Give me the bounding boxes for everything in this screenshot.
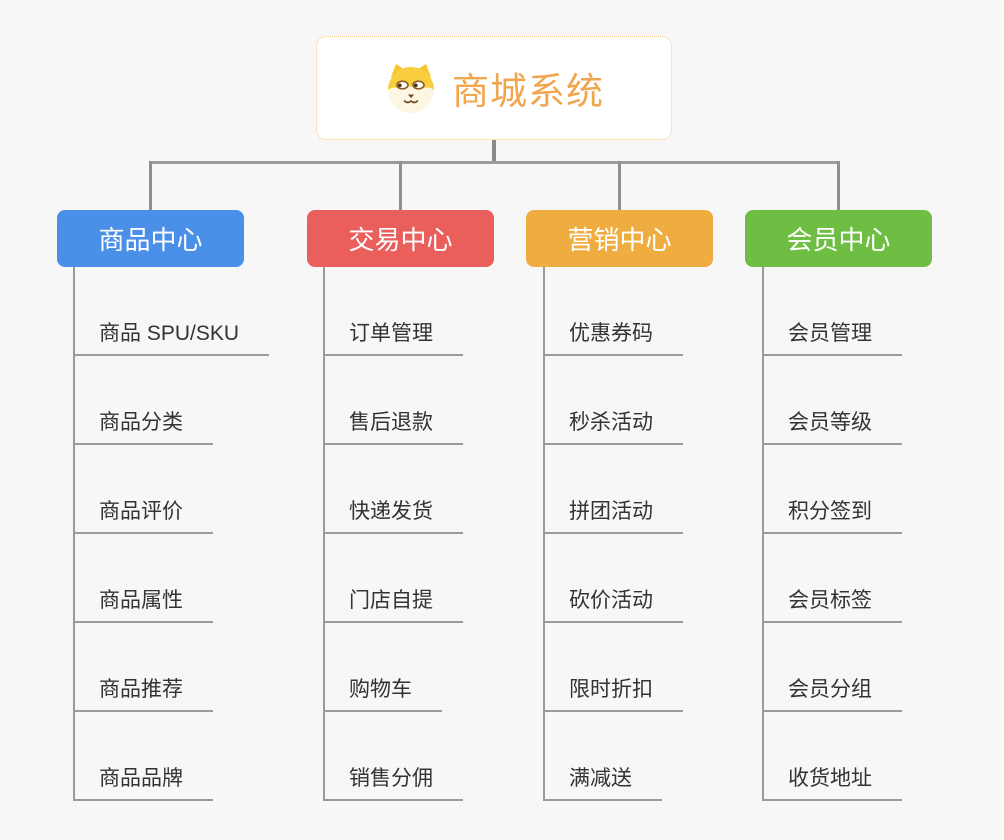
child-row: 商品品牌 [73, 712, 269, 801]
child-node[interactable]: 优惠券码 [543, 317, 683, 356]
child-row: 购物车 [323, 623, 463, 712]
child-node[interactable]: 商品分类 [73, 406, 213, 445]
child-node[interactable]: 快递发货 [323, 495, 463, 534]
child-row: 会员标签 [762, 534, 902, 623]
connector-drop [149, 161, 152, 210]
child-node[interactable]: 拼团活动 [543, 495, 683, 534]
child-row: 会员管理 [762, 267, 902, 356]
child-node[interactable]: 会员等级 [762, 406, 902, 445]
child-node[interactable]: 商品推荐 [73, 673, 213, 712]
branch-label: 营销中心 [567, 225, 672, 255]
child-node[interactable]: 购物车 [323, 673, 442, 712]
child-row: 商品推荐 [73, 623, 269, 712]
child-row: 销售分佣 [323, 712, 463, 801]
branch-node-4[interactable]: 会员中心 [745, 210, 932, 267]
child-node[interactable]: 商品评价 [73, 495, 213, 534]
child-row: 优惠券码 [543, 267, 683, 356]
children-column: 优惠券码秒杀活动拼团活动砍价活动限时折扣满减送 [543, 267, 683, 801]
child-row: 商品属性 [73, 534, 269, 623]
child-row: 售后退款 [323, 356, 463, 445]
child-node[interactable]: 限时折扣 [543, 673, 683, 712]
child-row: 门店自提 [323, 534, 463, 623]
child-row: 会员等级 [762, 356, 902, 445]
root-title: 商城系统 [452, 71, 604, 112]
connector-drop [837, 161, 840, 210]
connector-root-stem [492, 140, 496, 163]
child-row: 拼团活动 [543, 445, 683, 534]
child-node[interactable]: 会员管理 [762, 317, 902, 356]
connector-drop [399, 161, 402, 210]
doge-face-icon [384, 61, 438, 115]
child-row: 收货地址 [762, 712, 902, 801]
branch-node-2[interactable]: 交易中心 [307, 210, 494, 267]
child-node[interactable]: 商品品牌 [73, 762, 213, 801]
child-row: 快递发货 [323, 445, 463, 534]
branch-label: 交易中心 [348, 225, 453, 255]
child-row: 积分签到 [762, 445, 902, 534]
child-row: 订单管理 [323, 267, 463, 356]
child-node[interactable]: 砍价活动 [543, 584, 683, 623]
child-node[interactable]: 满减送 [543, 762, 662, 801]
root-node[interactable]: 商城系统 [316, 36, 672, 140]
child-row: 会员分组 [762, 623, 902, 712]
child-node[interactable]: 售后退款 [323, 406, 463, 445]
child-node[interactable]: 销售分佣 [323, 762, 463, 801]
branch-label: 商品中心 [98, 225, 203, 255]
child-node[interactable]: 秒杀活动 [543, 406, 683, 445]
child-node[interactable]: 门店自提 [323, 584, 463, 623]
child-node[interactable]: 会员分组 [762, 673, 902, 712]
child-node[interactable]: 订单管理 [323, 317, 463, 356]
branch-node-1[interactable]: 商品中心 [57, 210, 244, 267]
child-row: 满减送 [543, 712, 683, 801]
child-node[interactable]: 积分签到 [762, 495, 902, 534]
child-row: 商品 SPU/SKU [73, 267, 270, 356]
branch-node-3[interactable]: 营销中心 [526, 210, 713, 267]
child-row: 限时折扣 [543, 623, 683, 712]
child-node[interactable]: 收货地址 [762, 762, 902, 801]
children-column: 订单管理售后退款快递发货门店自提购物车销售分佣 [323, 267, 463, 801]
child-node[interactable]: 商品属性 [73, 584, 213, 623]
child-row: 砍价活动 [543, 534, 683, 623]
child-row: 秒杀活动 [543, 356, 683, 445]
child-row: 商品分类 [73, 356, 269, 445]
connector-drop [618, 161, 621, 210]
children-column: 会员管理会员等级积分签到会员标签会员分组收货地址 [762, 267, 902, 801]
child-node[interactable]: 会员标签 [762, 584, 902, 623]
child-row: 商品评价 [73, 445, 269, 534]
child-node[interactable]: 商品 SPU/SKU [73, 317, 270, 356]
connector-horizontal-bar [149, 161, 840, 164]
children-column: 商品 SPU/SKU 商品分类商品评价商品属性商品推荐商品品牌 [73, 267, 270, 801]
branch-label: 会员中心 [786, 225, 891, 255]
